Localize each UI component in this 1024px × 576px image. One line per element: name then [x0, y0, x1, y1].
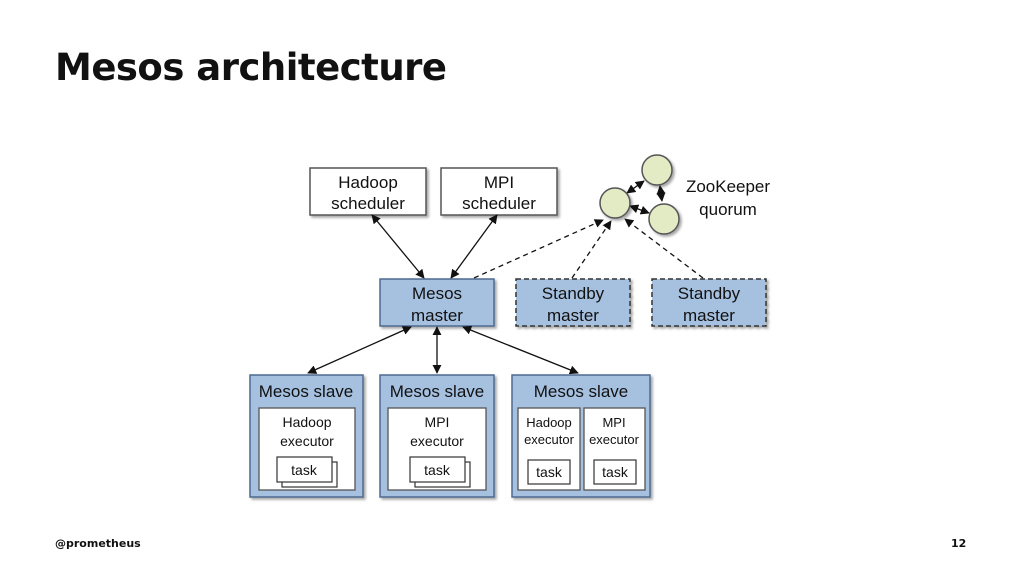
- master-slave3-link: [462, 325, 579, 375]
- mpi-master-link: [450, 214, 498, 279]
- zookeeper-node-3: [648, 203, 680, 235]
- mpi-scheduler-box: MPI scheduler: [440, 167, 558, 216]
- zookeeper-label-line1: ZooKeeper: [686, 177, 770, 196]
- slave2-task-box: [409, 456, 466, 483]
- hadoop-scheduler-line2: scheduler: [331, 194, 405, 213]
- slave3-hadoop-executor-line2: executor: [524, 432, 575, 447]
- standby-master-1-line2: master: [547, 306, 599, 325]
- zookeeper-links: [626, 180, 666, 215]
- slave2-task-label: task: [424, 462, 451, 478]
- standby-master-1-line1: Standby: [542, 284, 605, 303]
- mpi-scheduler-line1: MPI: [484, 173, 514, 192]
- hadoop-scheduler-box: Hadoop scheduler: [309, 167, 427, 216]
- mesos-slave-box-3: Mesos slave Hadoop executor task MPI exe…: [511, 374, 651, 498]
- master-zookeeper-link: [473, 219, 604, 279]
- slave3-mpi-executor-line2: executor: [589, 432, 640, 447]
- slave1-task-label: task: [291, 462, 318, 478]
- slave2-executor-line2: executor: [410, 433, 464, 449]
- mpi-scheduler-line2: scheduler: [462, 194, 536, 213]
- slide-title: Mesos architecture: [55, 46, 447, 89]
- mesos-slave-box-1: Mesos slave Hadoop executor task: [249, 374, 364, 498]
- hadoop-master-link: [371, 214, 425, 279]
- slave1-executor-line1: Hadoop: [282, 414, 331, 430]
- standby1-zookeeper-link: [571, 220, 612, 279]
- standby-master-2-line1: Standby: [678, 284, 741, 303]
- mesos-slave-2-title: Mesos slave: [390, 382, 484, 401]
- page-number: 12: [951, 537, 967, 550]
- standby-master-box-1: Standby master: [515, 278, 631, 327]
- slave1-task-box: [276, 456, 333, 483]
- footer-handle: @prometheus: [55, 537, 141, 550]
- zookeeper-node-2: [599, 187, 631, 219]
- mesos-master-line1: Mesos: [412, 284, 462, 303]
- mesos-slave-1-title: Mesos slave: [259, 382, 353, 401]
- mesos-master-line2: master: [411, 306, 463, 325]
- mesos-slave-box-2: Mesos slave MPI executor task: [379, 374, 495, 498]
- mesos-slave-3-title: Mesos slave: [534, 382, 628, 401]
- slave3-hadoop-task-box: [527, 459, 571, 485]
- slave3-mpi-executor-line1: MPI: [602, 415, 625, 430]
- master-slave1-link: [307, 326, 412, 374]
- standby-master-2-line2: master: [683, 306, 735, 325]
- slave3-hadoop-task-label: task: [536, 464, 563, 480]
- slave1-executor-line2: executor: [280, 433, 334, 449]
- zookeeper-label-line2: quorum: [699, 200, 757, 219]
- slave3-mpi-task-label: task: [602, 464, 629, 480]
- standby2-zookeeper-link: [624, 218, 704, 279]
- mesos-master-box: Mesos master: [379, 278, 495, 327]
- slave2-executor-line1: MPI: [425, 414, 450, 430]
- slave3-hadoop-executor-line1: Hadoop: [526, 415, 572, 430]
- standby-master-box-2: Standby master: [651, 278, 767, 327]
- zookeeper-node-1: [641, 154, 673, 186]
- hadoop-scheduler-line1: Hadoop: [338, 173, 398, 192]
- slave3-mpi-task-box: [593, 459, 637, 485]
